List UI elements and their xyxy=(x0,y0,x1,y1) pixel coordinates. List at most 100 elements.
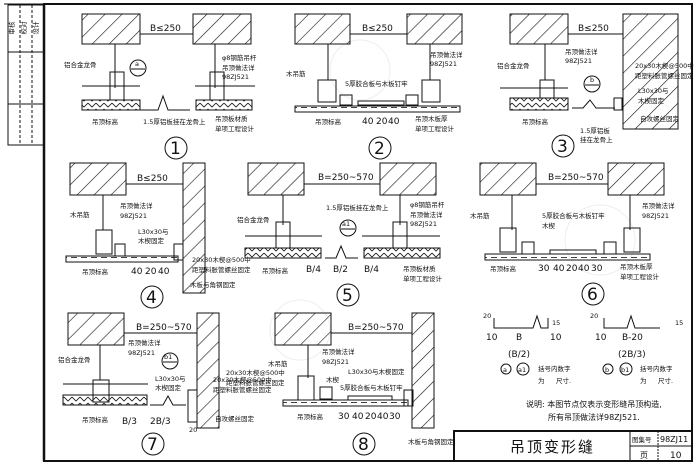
svg-text:40: 40 xyxy=(131,267,143,277)
svg-text:B=250~570: B=250~570 xyxy=(136,323,192,333)
svg-text:1: 1 xyxy=(170,139,181,159)
svg-text:20: 20 xyxy=(376,117,388,127)
detail-2: B≤250 木吊筋 吊顶做法详 98ZJ521 5厚胶合板与木板钉牢 吊顶标高 … xyxy=(286,13,463,160)
svg-text:吊顶板材质: 吊顶板材质 xyxy=(215,114,248,123)
svg-text:B-20: B-20 xyxy=(622,333,643,343)
svg-text:木板与角钢固定: 木板与角钢固定 xyxy=(190,280,236,289)
svg-text:图集号: 图集号 xyxy=(632,435,652,444)
svg-text:20x30木楔@500中: 20x30木楔@500中 xyxy=(213,375,272,384)
svg-text:20: 20 xyxy=(483,312,491,320)
svg-text:吊顶标高: 吊顶标高 xyxy=(297,412,324,421)
svg-text:(B/2): (B/2) xyxy=(508,350,530,360)
svg-text:木板与角钢固定: 木板与角钢固定 xyxy=(408,437,454,446)
svg-text:吊顶木板厚: 吊顶木板厚 xyxy=(415,114,448,123)
svg-text:L30x30与木楔固定: L30x30与木楔固定 xyxy=(348,367,405,376)
svg-text:吊顶标高: 吊顶标高 xyxy=(315,117,342,126)
svg-text:B/4: B/4 xyxy=(364,265,379,275)
svg-text:吊顶标高: 吊顶标高 xyxy=(262,266,289,275)
svg-text:L30x30与: L30x30与 xyxy=(155,375,186,383)
svg-text:5厚胶合板与木板钉牢: 5厚胶合板与木板钉牢 xyxy=(542,211,605,220)
svg-text:吊顶做法详: 吊顶做法详 xyxy=(120,201,153,210)
svg-text:括号内数字: 括号内数字 xyxy=(538,364,571,373)
svg-text:吊顶标高: 吊顶标高 xyxy=(490,264,517,273)
svg-text:自攻螺丝固定: 自攻螺丝固定 xyxy=(215,414,255,423)
svg-text:40: 40 xyxy=(578,264,590,274)
svg-text:B≤250: B≤250 xyxy=(137,174,168,184)
svg-text:页: 页 xyxy=(640,451,648,460)
svg-text:a: a xyxy=(503,366,507,374)
svg-text:98ZJ521: 98ZJ521 xyxy=(128,349,155,357)
legend-profile-a: 20 10 B 10 15 (B/2) xyxy=(483,312,562,360)
sheet-title: 吊顶变形缝 xyxy=(510,438,595,456)
svg-text:吊顶做法详: 吊顶做法详 xyxy=(222,63,255,72)
svg-text:7: 7 xyxy=(147,435,158,455)
svg-text:20: 20 xyxy=(590,312,598,320)
svg-text:自攻螺丝固定: 自攻螺丝固定 xyxy=(640,114,680,123)
svg-text:说明: 本图节点仅表示变形缝吊顶构造,: 说明: 本图节点仅表示变形缝吊顶构造, xyxy=(526,399,662,409)
svg-text:吊顶标高: 吊顶标高 xyxy=(522,117,549,126)
svg-text:木吊筋: 木吊筋 xyxy=(286,69,306,78)
svg-text:30: 30 xyxy=(591,264,603,274)
svg-text:20: 20 xyxy=(145,267,157,277)
svg-text:木楔固定: 木楔固定 xyxy=(638,96,665,105)
svg-text:吊顶做法详: 吊顶做法详 xyxy=(128,338,161,347)
svg-text:B≤250: B≤250 xyxy=(362,24,393,34)
svg-text:98ZJ521: 98ZJ521 xyxy=(642,212,669,220)
svg-text:铝合金龙骨: 铝合金龙骨 xyxy=(237,215,270,224)
svg-text:括号内数字: 括号内数字 xyxy=(640,364,673,373)
svg-text:98ZJ521: 98ZJ521 xyxy=(565,57,592,65)
svg-text:98ZJ521: 98ZJ521 xyxy=(120,212,147,220)
svg-text:5厚胶合板与木板钉牢: 5厚胶合板与木板钉牢 xyxy=(345,79,408,88)
svg-text:30: 30 xyxy=(389,412,401,422)
svg-text:20: 20 xyxy=(189,426,197,434)
svg-text:木楔: 木楔 xyxy=(542,221,556,230)
svg-text:吊顶做法详: 吊顶做法详 xyxy=(642,201,675,210)
svg-text:B=250~570: B=250~570 xyxy=(548,173,604,183)
detail-4: B≤250 木吊筋 吊顶做法详 98ZJ521 L30x30与 木楔固定 吊顶标… xyxy=(65,162,251,309)
svg-text:20x30木楔@500中: 20x30木楔@500中 xyxy=(635,61,694,70)
sidebar-label: 审核 xyxy=(7,21,16,35)
svg-text:B≤250: B≤250 xyxy=(150,24,181,34)
svg-text:L30x30与: L30x30与 xyxy=(638,87,669,95)
svg-text:铝合金龙骨: 铝合金龙骨 xyxy=(497,61,530,70)
sidebar-label: 设计 xyxy=(31,21,40,35)
detail-6: B=250~570 木吊筋 5厚胶合板与木板钉牢 木楔 吊顶做法详 98ZJ52… xyxy=(470,162,675,306)
svg-text:40: 40 xyxy=(553,264,565,274)
svg-text:98ZJ521: 98ZJ521 xyxy=(430,60,457,68)
svg-text:40: 40 xyxy=(377,412,389,422)
svg-text:吊顶做法详: 吊顶做法详 xyxy=(430,50,463,59)
title-block: 吊顶变形缝 图集号 98ZJ11 页 10 xyxy=(453,430,693,462)
detail-7: B=250~570 b1 铝合金龙骨 吊顶做法详 98ZJ521 L30x30与… xyxy=(58,312,272,456)
svg-text:6: 6 xyxy=(587,285,598,305)
svg-text:a1: a1 xyxy=(342,220,350,228)
svg-text:4: 4 xyxy=(146,288,157,308)
svg-text:a: a xyxy=(135,60,139,68)
svg-text:木楔固定: 木楔固定 xyxy=(138,236,165,245)
svg-text:B/4: B/4 xyxy=(306,265,321,275)
svg-text:吊顶木板厚: 吊顶木板厚 xyxy=(620,262,653,271)
svg-text:B≤250: B≤250 xyxy=(578,24,609,34)
svg-text:B/2: B/2 xyxy=(333,265,348,275)
svg-text:单项工程设计: 单项工程设计 xyxy=(620,272,660,281)
detail-5: B=250~570 a1 铝合金龙骨 1.5厚铝板挂在龙骨上 φ8钢筋吊杆 吊顶… xyxy=(237,162,445,307)
svg-text:φ8钢筋吊杆: φ8钢筋吊杆 xyxy=(222,53,257,62)
svg-text:木吊筋: 木吊筋 xyxy=(268,359,288,368)
sidebar-signature-block xyxy=(7,4,45,146)
svg-text:20: 20 xyxy=(566,264,578,274)
svg-text:98ZJ521: 98ZJ521 xyxy=(322,358,349,366)
watermark xyxy=(269,39,636,361)
svg-text:吊顶做法详: 吊顶做法详 xyxy=(410,210,443,219)
svg-text:B=250~570: B=250~570 xyxy=(318,173,374,183)
svg-text:吊顶标高: 吊顶标高 xyxy=(82,415,109,424)
svg-text:距塑料胀管螺丝固定: 距塑料胀管螺丝固定 xyxy=(213,385,272,394)
svg-text:98ZJ11: 98ZJ11 xyxy=(660,435,688,444)
svg-text:距塑料胀管螺丝固定: 距塑料胀管螺丝固定 xyxy=(192,265,251,274)
svg-text:15: 15 xyxy=(675,319,683,327)
svg-text:B=250~570: B=250~570 xyxy=(348,323,404,333)
svg-text:吊顶做法详: 吊顶做法详 xyxy=(322,347,355,356)
svg-text:为: 为 xyxy=(640,376,647,385)
detail-8: B=250~570 木吊筋 吊顶做法详 98ZJ521 20x30木楔@500中… xyxy=(226,312,454,456)
svg-text:(2B/3): (2B/3) xyxy=(618,350,646,360)
svg-text:为: 为 xyxy=(538,376,545,385)
